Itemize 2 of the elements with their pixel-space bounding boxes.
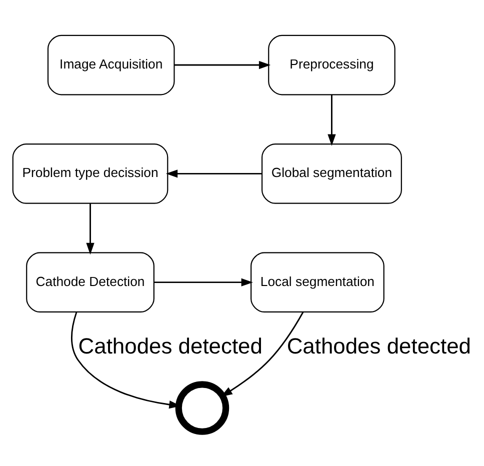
- edge-label: Cathodes detected: [286, 333, 472, 358]
- edge-label: Cathodes detected: [78, 333, 262, 358]
